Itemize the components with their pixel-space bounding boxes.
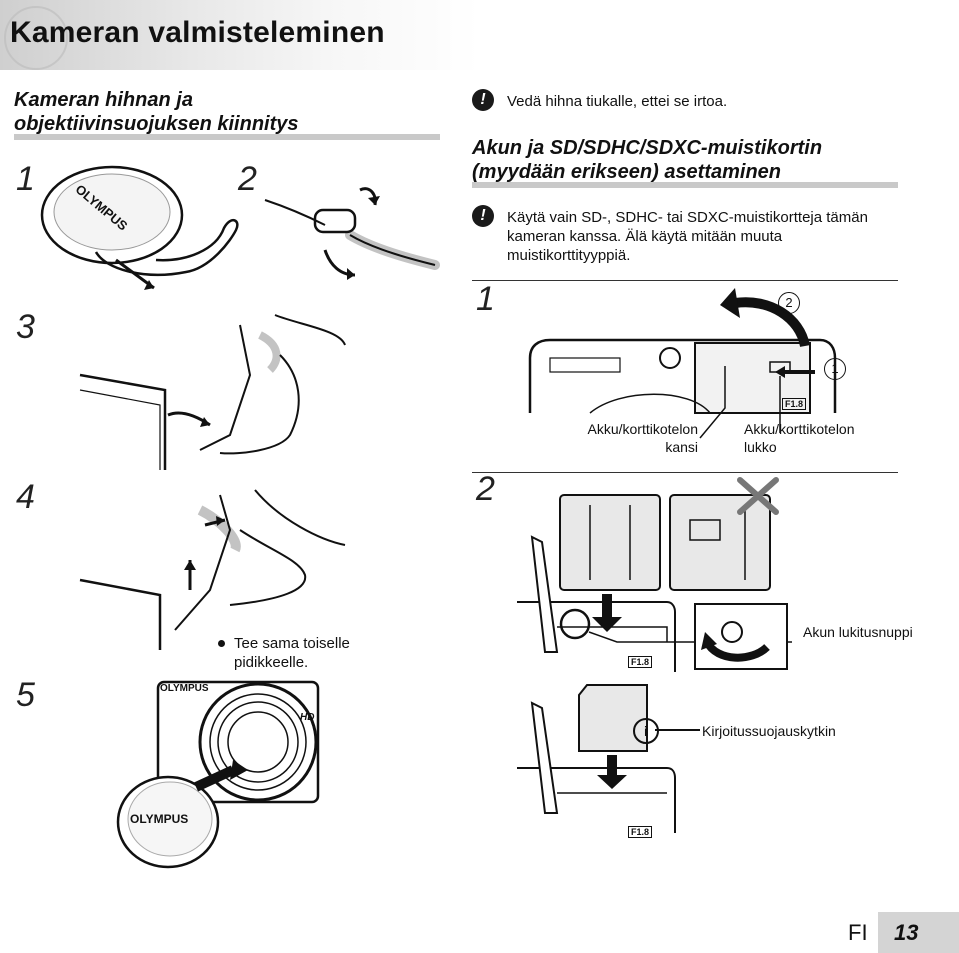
label-battery-lock: Akku/korttikotelon lukko [744,421,855,455]
page-number-box: 13 [878,912,959,953]
warning-icon: ! [472,89,494,111]
card-insert-illustration [517,684,676,833]
left-step-3: 3 [16,308,35,346]
title-banner [0,0,480,70]
language-code: FI [848,920,868,945]
battery-orientation-illustration [559,494,771,591]
right-heading-rule [472,182,898,188]
step3-camera-strap-illustration [79,314,346,470]
left-step-1: 1 [16,160,35,198]
step5-camera-brand: OLYMPUS [160,683,209,694]
step5-camera-cap-illustration [116,680,320,869]
circled-step-2: 2 [778,292,800,314]
right-heading-line2: (myydään erikseen) asettaminen [472,161,782,183]
left-heading: Kameran hihnan ja objektiivinsuojuksen k… [14,88,434,136]
step2-strap-illustration [264,187,440,280]
step4-bullet-text: Tee sama toiselle pidikkeelle. [234,635,350,671]
label-battery-cover: Akku/korttikotelon kansi [587,421,699,455]
left-heading-rule [14,134,440,140]
left-step-5: 5 [16,676,35,714]
warning-icon: ! [472,205,494,227]
lens-mark-1: F1.8 [782,398,807,410]
left-step-4: 4 [16,478,35,516]
right-step1-battery-cover-illustration [528,288,837,439]
right-heading-line1: Akun ja SD/SDHC/SDXC-muistikortin [472,137,823,159]
write-protect-marker-icon: i [633,718,659,744]
left-heading-line1: Kameran hihnan ja [14,89,193,111]
title-logo-icon [4,6,68,70]
right-step-1: 1 [476,280,495,318]
right-heading: Akun ja SD/SDHC/SDXC-muistikortin (myydä… [472,136,912,184]
step1-lens-cap-illustration [40,165,239,290]
note-card-types: Käytä vain SD-, SDHC- tai SDXC-muistikor… [507,209,868,264]
lens-mark-3: F1.8 [628,826,653,838]
battery-insert-illustration [517,535,792,672]
left-heading-line2: objektiivinsuojuksen kiinnitys [14,113,299,135]
page-title: Kameran valmisteleminen [10,16,385,49]
divider-top [472,280,898,281]
step4-camera-strap-illustration [79,489,346,650]
left-step-2: 2 [238,160,257,198]
note-strap-tight: Vedä hihna tiukalle, ettei se irtoa. [507,93,728,110]
right-step-2: 2 [476,470,495,508]
step5-model-mark: HD [300,712,315,723]
label-lock-knob: Akun lukitusnuppi [803,624,913,640]
cross-icon [737,477,779,515]
bullet-icon [218,640,225,647]
step5-cap-brand: OLYMPUS [130,812,189,826]
write-protect-leader-line [655,729,700,731]
circled-step-1: 1 [824,358,846,380]
label-write-protect: Kirjoitussuojauskytkin [702,723,836,739]
lens-mark-2: F1.8 [628,656,653,668]
divider-mid [472,472,898,473]
page-number: 13 [894,920,919,945]
